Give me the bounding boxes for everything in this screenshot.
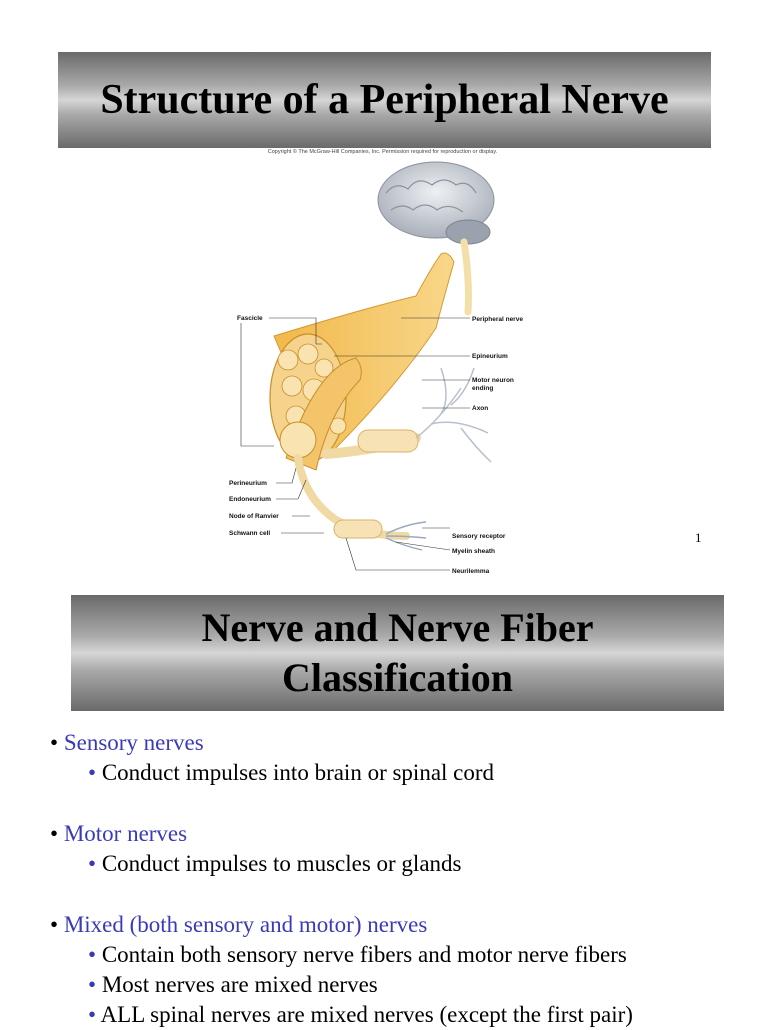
- label-node-of-ranvier: Node of Ranvier: [229, 513, 279, 520]
- sub-bullet-text: Conduct impulses to muscles or glands: [101, 851, 462, 876]
- bullet-list: • Sensory nerves • Conduct impulses into…: [50, 728, 750, 1030]
- motor-neuron-ending: [415, 367, 492, 463]
- slide-title-line2: Classification: [281, 655, 514, 700]
- label-perineurium: Perineurium: [229, 480, 267, 487]
- label-fascicle: Fascicle: [237, 315, 263, 322]
- label-myelin-sheath: Myelin sheath: [452, 548, 495, 555]
- label-epineurium: Epineurium: [472, 353, 508, 360]
- bullet-item: • Motor nerves: [50, 821, 188, 846]
- sub-bullet-text: Contain both sensory nerve fibers and mo…: [101, 942, 627, 967]
- slide-title: Structure of a Peripheral Nerve: [58, 52, 711, 148]
- slide-title: Nerve and Nerve Fiber Classification: [71, 595, 724, 711]
- sensory-receptor: [385, 521, 427, 551]
- sub-bullet-item: • Conduct impulses to muscles or glands: [88, 851, 462, 876]
- label-axon: Axon: [472, 405, 488, 412]
- peripheral-nerve-diagram: Fascicle Peripheral nerve Epineurium Mot…: [229, 161, 523, 575]
- bullet-item: • Sensory nerves: [50, 730, 204, 755]
- bullet-text: Sensory nerves: [63, 730, 204, 755]
- label-sensory-receptor: Sensory receptor: [452, 533, 506, 540]
- label-schwann-cell: Schwann cell: [229, 530, 270, 537]
- slide-title-text: Structure of a Peripheral Nerve: [100, 77, 669, 123]
- sub-bullet-item: • ALL spinal nerves are mixed nerves (ex…: [88, 1002, 633, 1027]
- bullet-item: • Mixed (both sensory and motor) nerves: [50, 912, 428, 937]
- label-peripheral-nerve: Peripheral nerve: [472, 316, 523, 323]
- sub-bullet-text: ALL spinal nerves are mixed nerves (exce…: [100, 1002, 633, 1027]
- page-number: 1: [695, 530, 702, 545]
- label-motor-neuron-ending-2: ending: [472, 385, 493, 392]
- slide-title-line1: Nerve and Nerve Fiber: [201, 605, 594, 650]
- sub-bullet-item: • Contain both sensory nerve fibers and …: [88, 942, 627, 967]
- bullet-text: Mixed (both sensory and motor) nerves: [63, 912, 428, 937]
- label-motor-neuron-ending-1: Motor neuron: [472, 377, 514, 384]
- copyright-notice: Copyright © The McGraw-Hill Companies, I…: [267, 149, 498, 155]
- sensory-axon: [294, 454, 410, 540]
- sub-bullet-item: • Conduct impulses into brain or spinal …: [88, 760, 495, 785]
- spinal-cord: [460, 238, 472, 316]
- brain-illustration: [377, 161, 495, 245]
- label-endoneurium: Endoneurium: [229, 496, 271, 503]
- label-neurilemma: Neurilemma: [452, 568, 490, 575]
- sub-bullet-item: • Most nerves are mixed nerves: [88, 972, 378, 997]
- sub-bullet-text: Most nerves are mixed nerves: [101, 972, 378, 997]
- sub-bullet-text: Conduct impulses into brain or spinal co…: [101, 760, 495, 785]
- bullet-text: Motor nerves: [63, 821, 188, 846]
